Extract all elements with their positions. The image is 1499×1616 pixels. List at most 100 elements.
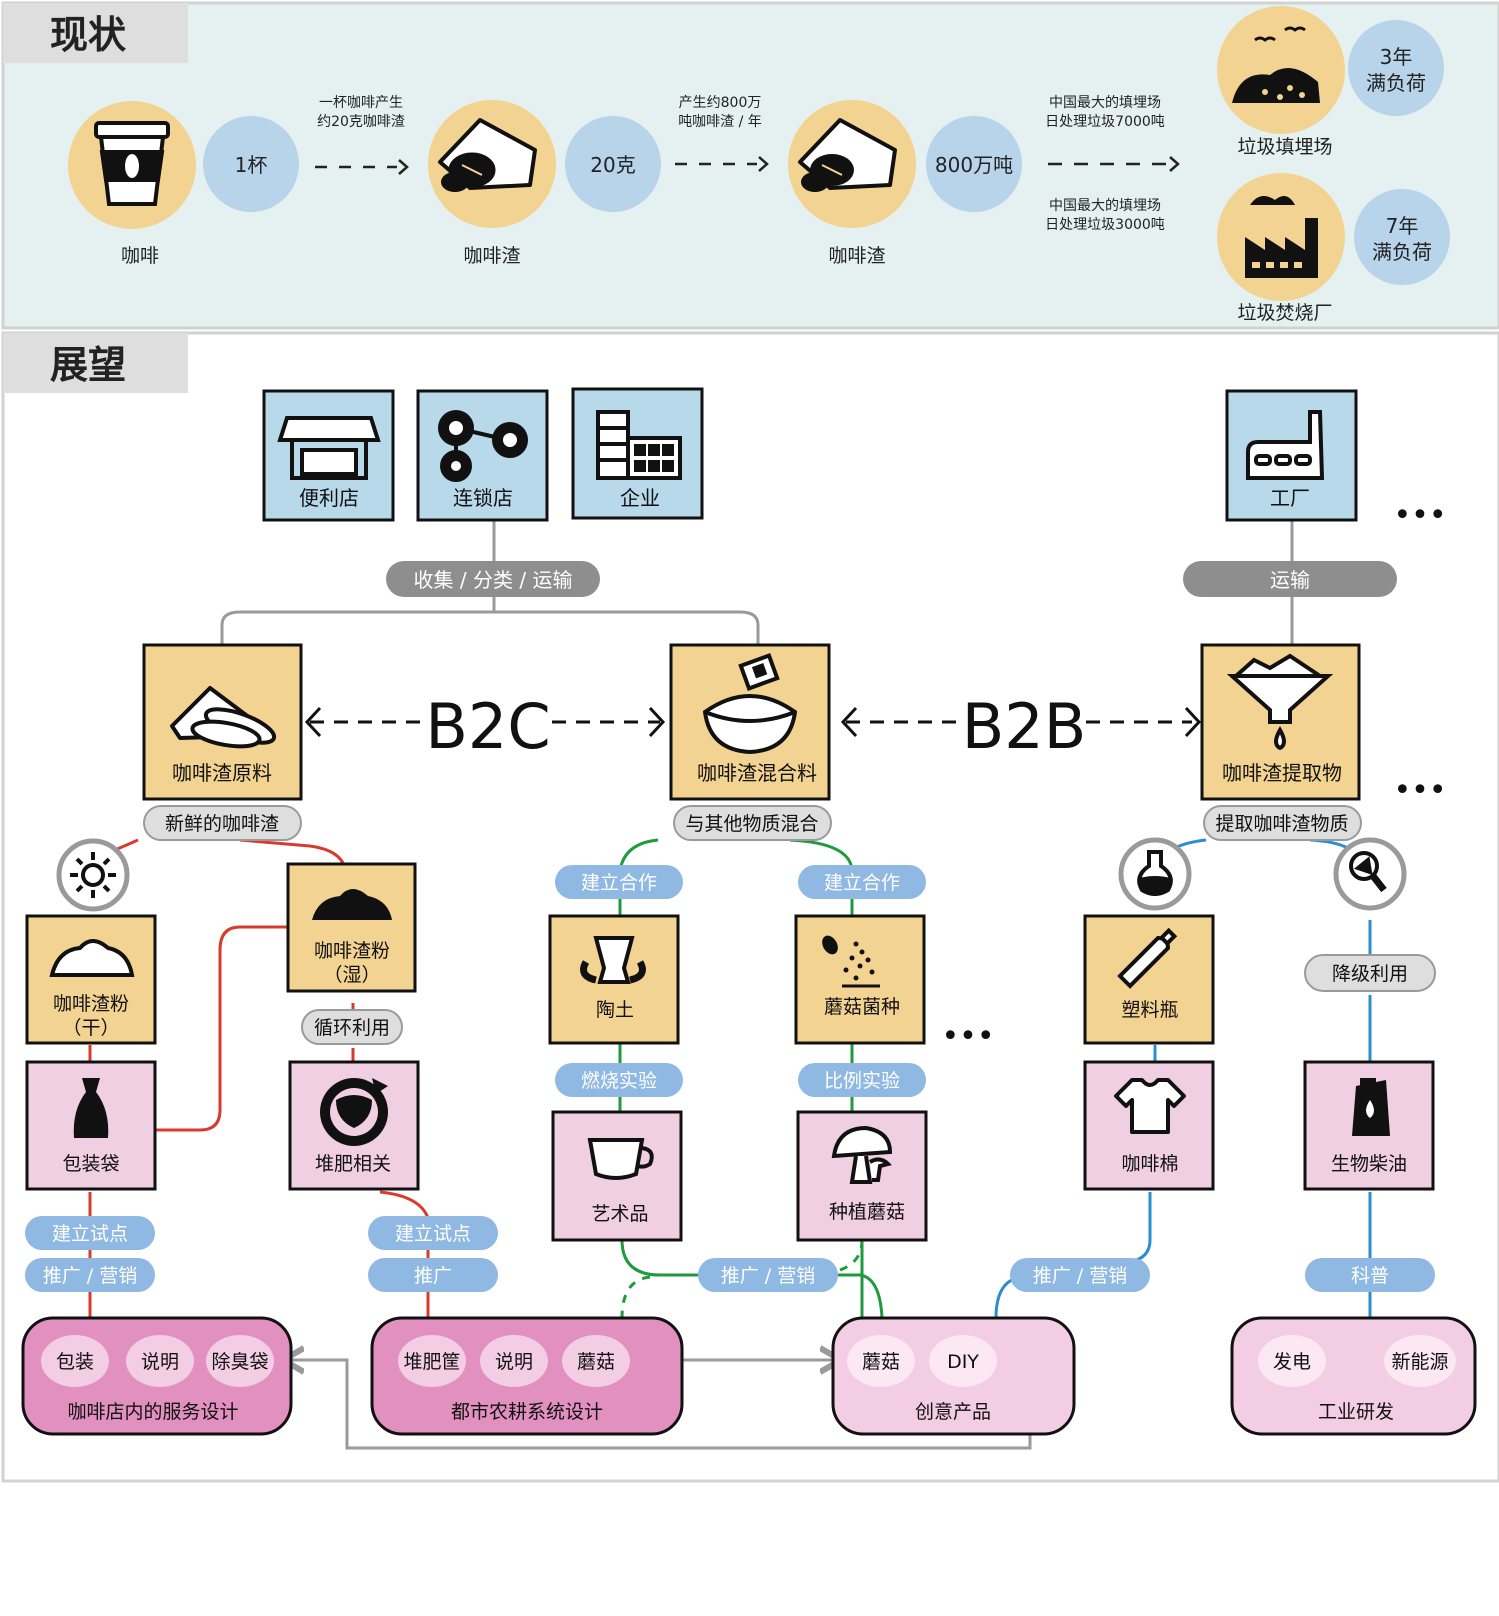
source-factory: 工厂 <box>1225 389 1358 522</box>
plastic-bottle-icon <box>1117 927 1178 989</box>
burn-pill-label: 燃烧实验 <box>581 1070 657 1092</box>
arrow-note-3: 中国最大的填埋场日处理垃圾7000吨 <box>1045 95 1165 130</box>
coffee-cup-icon <box>94 121 170 206</box>
factory-smoke-icon <box>1245 196 1318 278</box>
main-extract-label: 咖啡渣提取物 <box>1222 761 1342 785</box>
promo-pill-4 <box>1010 1258 1150 1292</box>
source-company: 企业 <box>571 387 704 520</box>
promo-pill-4-label: 推广 / 营销 <box>1033 1265 1127 1287</box>
landfill-load: 3年满负荷 <box>1366 45 1426 95</box>
oil-can-icon <box>1352 1078 1390 1136</box>
amount-2: 20克 <box>590 153 635 177</box>
tag-recycle-label: 循环利用 <box>314 1017 390 1039</box>
bag-box: 包装袋 <box>25 1060 157 1191</box>
b2c-label: B2C <box>425 690 550 763</box>
landfill-icon <box>1232 26 1320 103</box>
main-raw: 咖啡渣原料 <box>142 643 303 801</box>
coop-pill-2-label: 建立合作 <box>824 872 900 894</box>
science-pill-label: 科普 <box>1351 1265 1389 1287</box>
cotton-label: 咖啡棉 <box>1121 1153 1178 1175</box>
pilot-pill-2-label: 建立试点 <box>395 1223 471 1245</box>
grounds-label-1: 咖啡渣 <box>463 245 520 267</box>
coffee-item: 咖啡 <box>68 101 196 267</box>
incinerator-load-circle <box>1354 189 1450 285</box>
tag-extract <box>1203 805 1362 841</box>
store-icon <box>277 416 381 480</box>
tag-fresh-label: 新鲜的咖啡渣 <box>165 813 279 835</box>
incinerator-item: 垃圾焚烧厂 <box>1217 173 1345 324</box>
ellipsis-2: ••• <box>1393 773 1446 808</box>
burn-pill <box>555 1063 683 1097</box>
result-cafe-title: 咖啡店内的服务设计 <box>67 1401 238 1423</box>
amount-1: 1杯 <box>235 153 268 177</box>
result-creative-title: 创意产品 <box>915 1401 991 1423</box>
result-industrial-title: 工业研发 <box>1318 1401 1394 1423</box>
main-mix-label: 咖啡渣混合料 <box>697 761 817 785</box>
amount-circle-1 <box>203 116 299 212</box>
result-cafe-service: 包装 说明 除臭袋 咖啡店内的服务设计 <box>21 1316 293 1436</box>
promo-pill-2-label: 推广 <box>414 1265 452 1287</box>
science-pill <box>1305 1258 1435 1292</box>
compost-label: 堆肥相关 <box>315 1153 391 1175</box>
collect-pill <box>386 561 600 597</box>
dry-powder-icon <box>49 939 135 977</box>
wet-powder-label: 咖啡渣粉（湿） <box>314 940 390 986</box>
promo-pill-1-label: 推广 / 营销 <box>43 1265 137 1287</box>
factory-icon <box>1246 410 1325 480</box>
transport-pill-label: 运输 <box>1270 568 1310 592</box>
tshirt-icon <box>1114 1078 1186 1134</box>
chip-mushroom-1: 蘑菇 <box>577 1351 615 1373</box>
dry-powder-box: 咖啡渣粉（干） <box>25 914 157 1045</box>
company-building-icon <box>596 410 682 480</box>
store-label: 便利店 <box>299 486 359 510</box>
arrow-note-1: 一杯咖啡产生约20克咖啡渣 <box>317 95 405 130</box>
result-urban-title: 都市农耕系统设计 <box>451 1401 603 1423</box>
sun-dry-icon <box>70 852 116 898</box>
mushroom-icon <box>831 1125 893 1184</box>
grow-label: 种植蘑菇 <box>829 1201 905 1223</box>
promo-pill-2 <box>368 1258 498 1292</box>
vision-title-tab <box>3 333 188 393</box>
amount-circle-3 <box>926 116 1022 212</box>
pilot-pill-2 <box>368 1216 498 1250</box>
art-box: 艺术品 <box>551 1110 683 1242</box>
ratio-pill <box>798 1063 926 1097</box>
chip-deodorant-bag: 除臭袋 <box>211 1351 268 1373</box>
flask-icon <box>1137 850 1173 897</box>
flask-circle <box>1118 837 1192 911</box>
b2c-arrow <box>304 706 666 738</box>
coffee-label: 咖啡 <box>121 245 159 267</box>
coop-pill-1 <box>555 865 683 899</box>
chip-instructions-1: 说明 <box>141 1351 179 1373</box>
compost-box: 堆肥相关 <box>288 1060 420 1191</box>
ellipsis-1: ••• <box>1393 498 1446 533</box>
chip-packaging: 包装 <box>56 1351 94 1373</box>
b2b-arrow <box>840 706 1202 738</box>
grounds-label-2: 咖啡渣 <box>828 245 885 267</box>
diesel-box: 生物柴油 <box>1303 1060 1435 1191</box>
tag-mix <box>673 805 832 841</box>
company-label: 企业 <box>620 486 660 510</box>
coffee-grounds-icon <box>438 118 537 192</box>
grounds-item-2: 咖啡渣 <box>788 100 916 267</box>
result-creative-products: 蘑菇 DIY 创意产品 <box>831 1316 1076 1436</box>
diesel-label: 生物柴油 <box>1331 1153 1407 1175</box>
wet-powder-box: 咖啡渣粉（湿） <box>286 862 417 993</box>
art-label: 艺术品 <box>591 1203 648 1225</box>
arrow-note-2: 产生约800万吨咖啡渣 / 年 <box>678 95 762 130</box>
clay-vase-icon <box>580 936 646 984</box>
tag-recycle <box>301 1009 403 1045</box>
factory-label: 工厂 <box>1270 486 1310 510</box>
landfill-label: 垃圾填埋场 <box>1237 136 1332 158</box>
mix-bowl-icon <box>702 653 798 755</box>
cup-icon <box>587 1138 654 1180</box>
bottle-label: 塑料瓶 <box>1121 999 1178 1021</box>
ratio-pill-label: 比例实验 <box>824 1070 900 1092</box>
dry-powder-label: 咖啡渣粉（干） <box>53 993 129 1039</box>
landfill-item: 垃圾填埋场 <box>1217 6 1345 158</box>
promo-pill-3 <box>698 1258 838 1292</box>
chip-new-energy: 新能源 <box>1391 1351 1448 1373</box>
collect-pill-label: 收集 / 分类 / 运输 <box>414 568 573 592</box>
